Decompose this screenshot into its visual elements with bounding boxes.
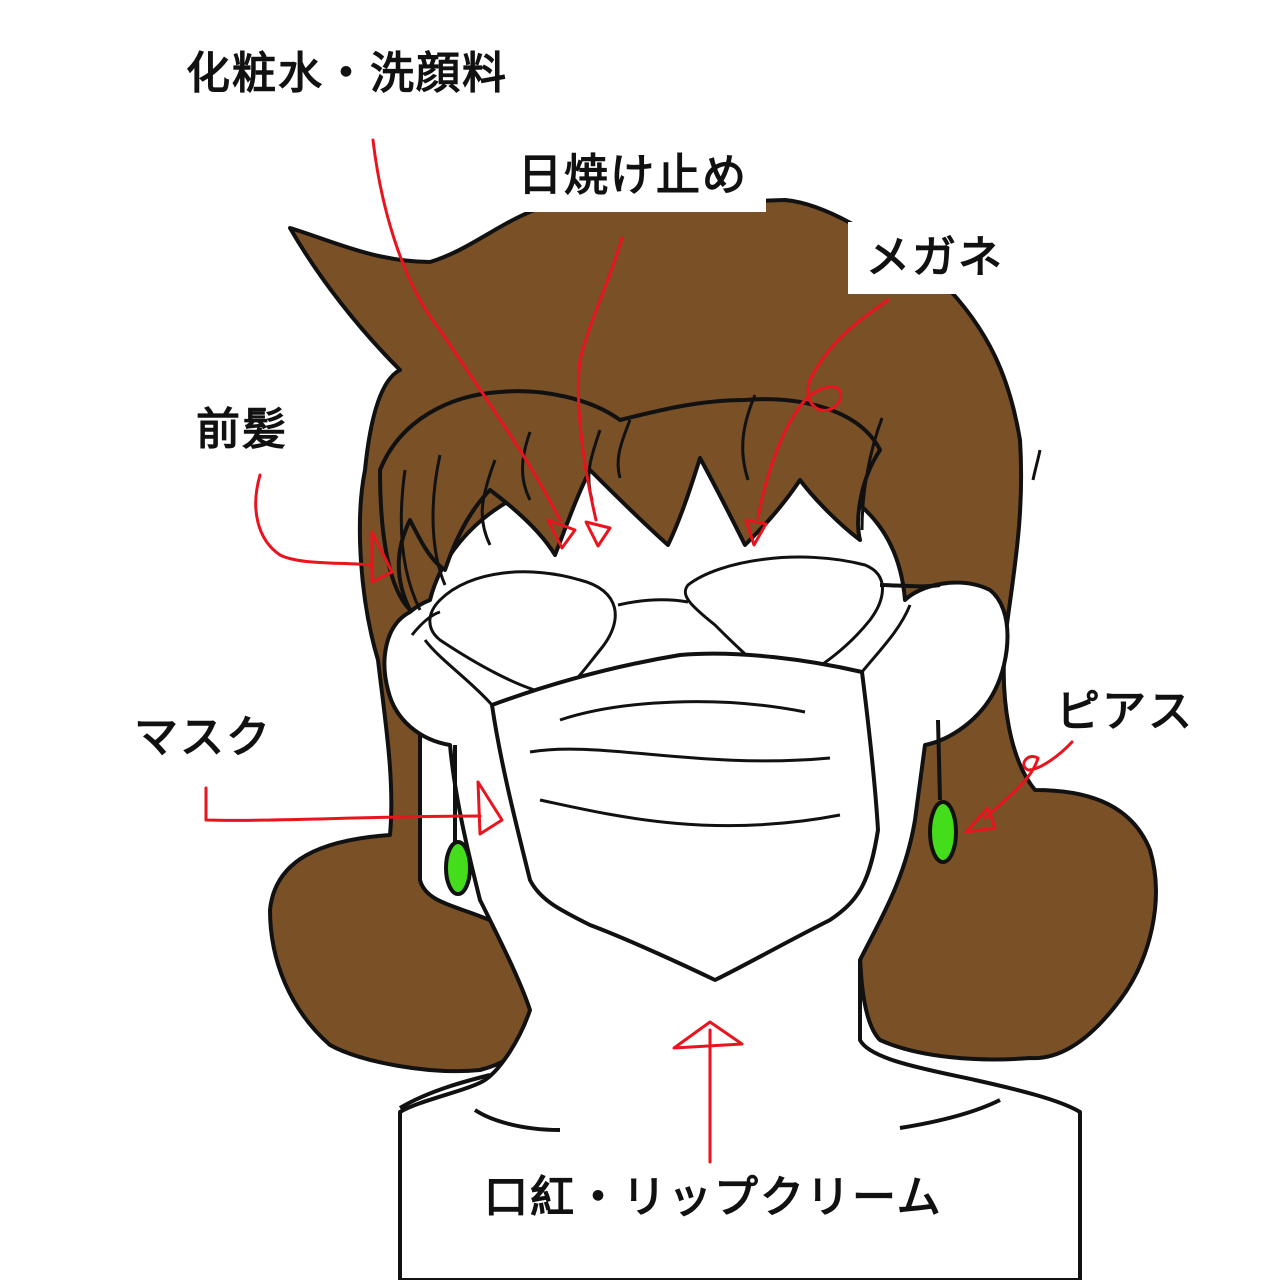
arrow-mask [204, 786, 482, 822]
mask-pleat-2 [529, 747, 831, 763]
arrow-lipstick-head [672, 1020, 744, 1050]
arrow-bangs-head [370, 530, 394, 584]
bangs [378, 389, 882, 612]
label-piercing: ピアス [1056, 686, 1194, 737]
bang-strand-1 [399, 469, 422, 611]
arrow-bangs [254, 473, 374, 567]
glasses-left-lens [428, 570, 617, 697]
arrow-toner-head [546, 518, 577, 550]
bang-strand-2 [431, 454, 447, 586]
arrow-toner [371, 138, 562, 522]
glasses-temple-right [879, 583, 941, 589]
glasses-right-lens [683, 555, 884, 684]
earring-right-gem [928, 800, 958, 864]
annotation-arrows [204, 138, 1074, 1164]
label-mask: マスク [134, 712, 272, 763]
mask-pleat-1 [559, 700, 806, 722]
arrow-sunscreen-head [584, 520, 612, 548]
bang-strand-7 [741, 394, 757, 481]
bang-strand-6 [616, 419, 632, 479]
earring-left-gem [444, 840, 472, 896]
earring-right-chain [936, 719, 942, 801]
arrow-sunscreen [576, 236, 624, 522]
bang-strand-4 [521, 431, 532, 501]
label-sunscreen: 日焼け止め [500, 140, 766, 212]
label-glasses: メガネ [848, 222, 1022, 294]
hair-side-line-right [1031, 449, 1042, 481]
glasses-temple-left [410, 610, 441, 636]
arrow-mask-head [476, 780, 504, 836]
label-lipstick-lip-balm: 口紅・リップクリーム [484, 1172, 943, 1223]
label-toner-face-wash: 化粧水・洗顔料 [186, 48, 508, 99]
mask-strap-right [860, 604, 912, 673]
face-mask [490, 651, 880, 982]
mask-strap-left [423, 639, 494, 706]
arrow-piercing-head [964, 806, 997, 834]
mask-pleat-3 [539, 798, 841, 828]
arrow-glasses-head [744, 518, 768, 547]
neck-line-left [473, 1108, 561, 1132]
neck-line-right [899, 1098, 1001, 1130]
arrow-glasses [756, 298, 890, 520]
collar-line [398, 1073, 491, 1110]
bang-strand-3 [480, 459, 497, 546]
arrow-piercing [983, 740, 1074, 820]
glasses-bridge [617, 598, 689, 607]
bang-strand-8 [860, 417, 884, 531]
label-bangs: 前髪 [196, 404, 288, 455]
